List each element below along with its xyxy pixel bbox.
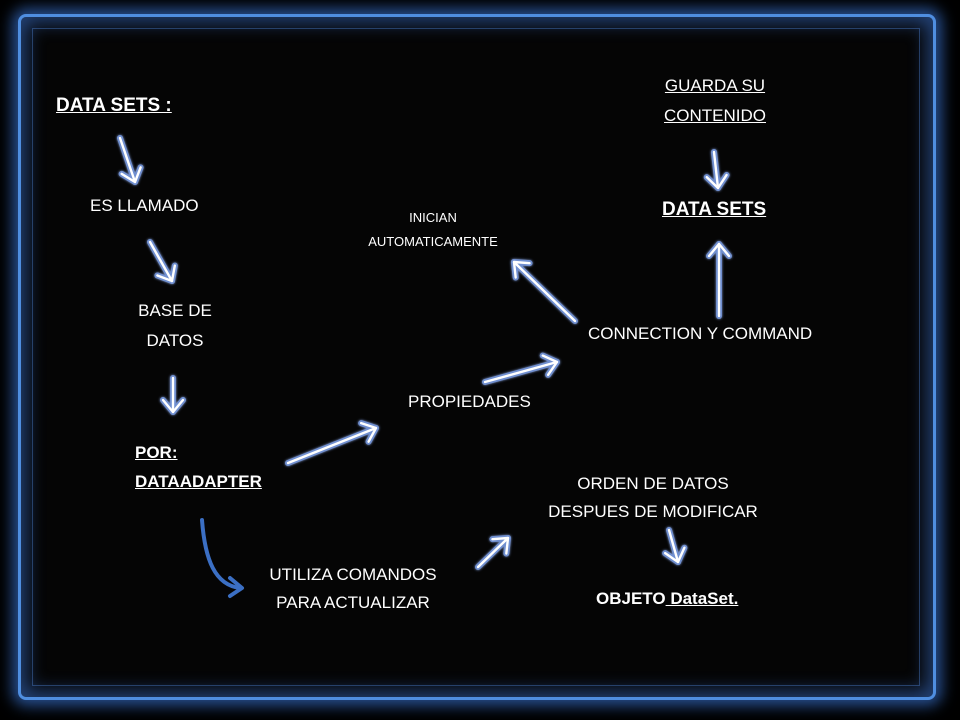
arrow-es-llamado-to-base [147, 239, 178, 284]
node-para-actualizar: PARA ACTUALIZAR [276, 593, 430, 612]
arrow-data-sets-to-es-llamado [117, 135, 144, 185]
node-data-sets: DATA SETS [662, 199, 767, 220]
arrow-propiedades-to-connection [482, 352, 560, 385]
inner-frame-line [32, 28, 920, 686]
node-contenido: CONTENIDO [664, 106, 766, 125]
node-inician: INICIAN [409, 210, 457, 225]
arrow-connection-to-data-sets [706, 241, 732, 319]
objeto-label: OBJETO [596, 589, 666, 608]
node-data-sets-title: DATA SETS : [56, 95, 172, 116]
node-por: POR: [135, 443, 178, 462]
arrow-orden-to-objeto [662, 527, 688, 565]
node-objeto-dataset: OBJETO DataSet. [596, 586, 738, 612]
node-datos: DATOS [146, 331, 204, 350]
node-automaticamente: AUTOMATICAMENTE [368, 234, 498, 249]
arrow-utiliza-to-orden [475, 535, 511, 570]
dataset-label: DataSet. [665, 589, 739, 608]
node-es-llamado: ES LLAMADO [90, 196, 199, 215]
node-despues-de-modificar: DESPUES DE MODIFICAR [548, 502, 758, 521]
node-utiliza-comandos: UTILIZA COMANDOS [269, 565, 437, 584]
node-orden-de-datos: ORDEN DE DATOS [577, 474, 729, 493]
arrow-dataadapter-to-propiedades [285, 420, 379, 466]
node-dataadapter: DATAADAPTER [135, 472, 262, 491]
arrow-connection-to-inician [511, 259, 578, 324]
arrow-guarda-to-data-sets [703, 149, 730, 191]
curved-arrow-to-utiliza [200, 518, 242, 590]
curved-arrow-head [228, 576, 244, 598]
arrow-base-to-por [160, 375, 186, 415]
node-guarda-su: GUARDA SU [664, 76, 766, 95]
node-base-de: BASE DE [138, 301, 212, 320]
node-connection-command: CONNECTION Y COMMAND [588, 324, 813, 343]
node-propiedades: PROPIEDADES [408, 392, 531, 411]
glowing-frame [18, 14, 936, 700]
